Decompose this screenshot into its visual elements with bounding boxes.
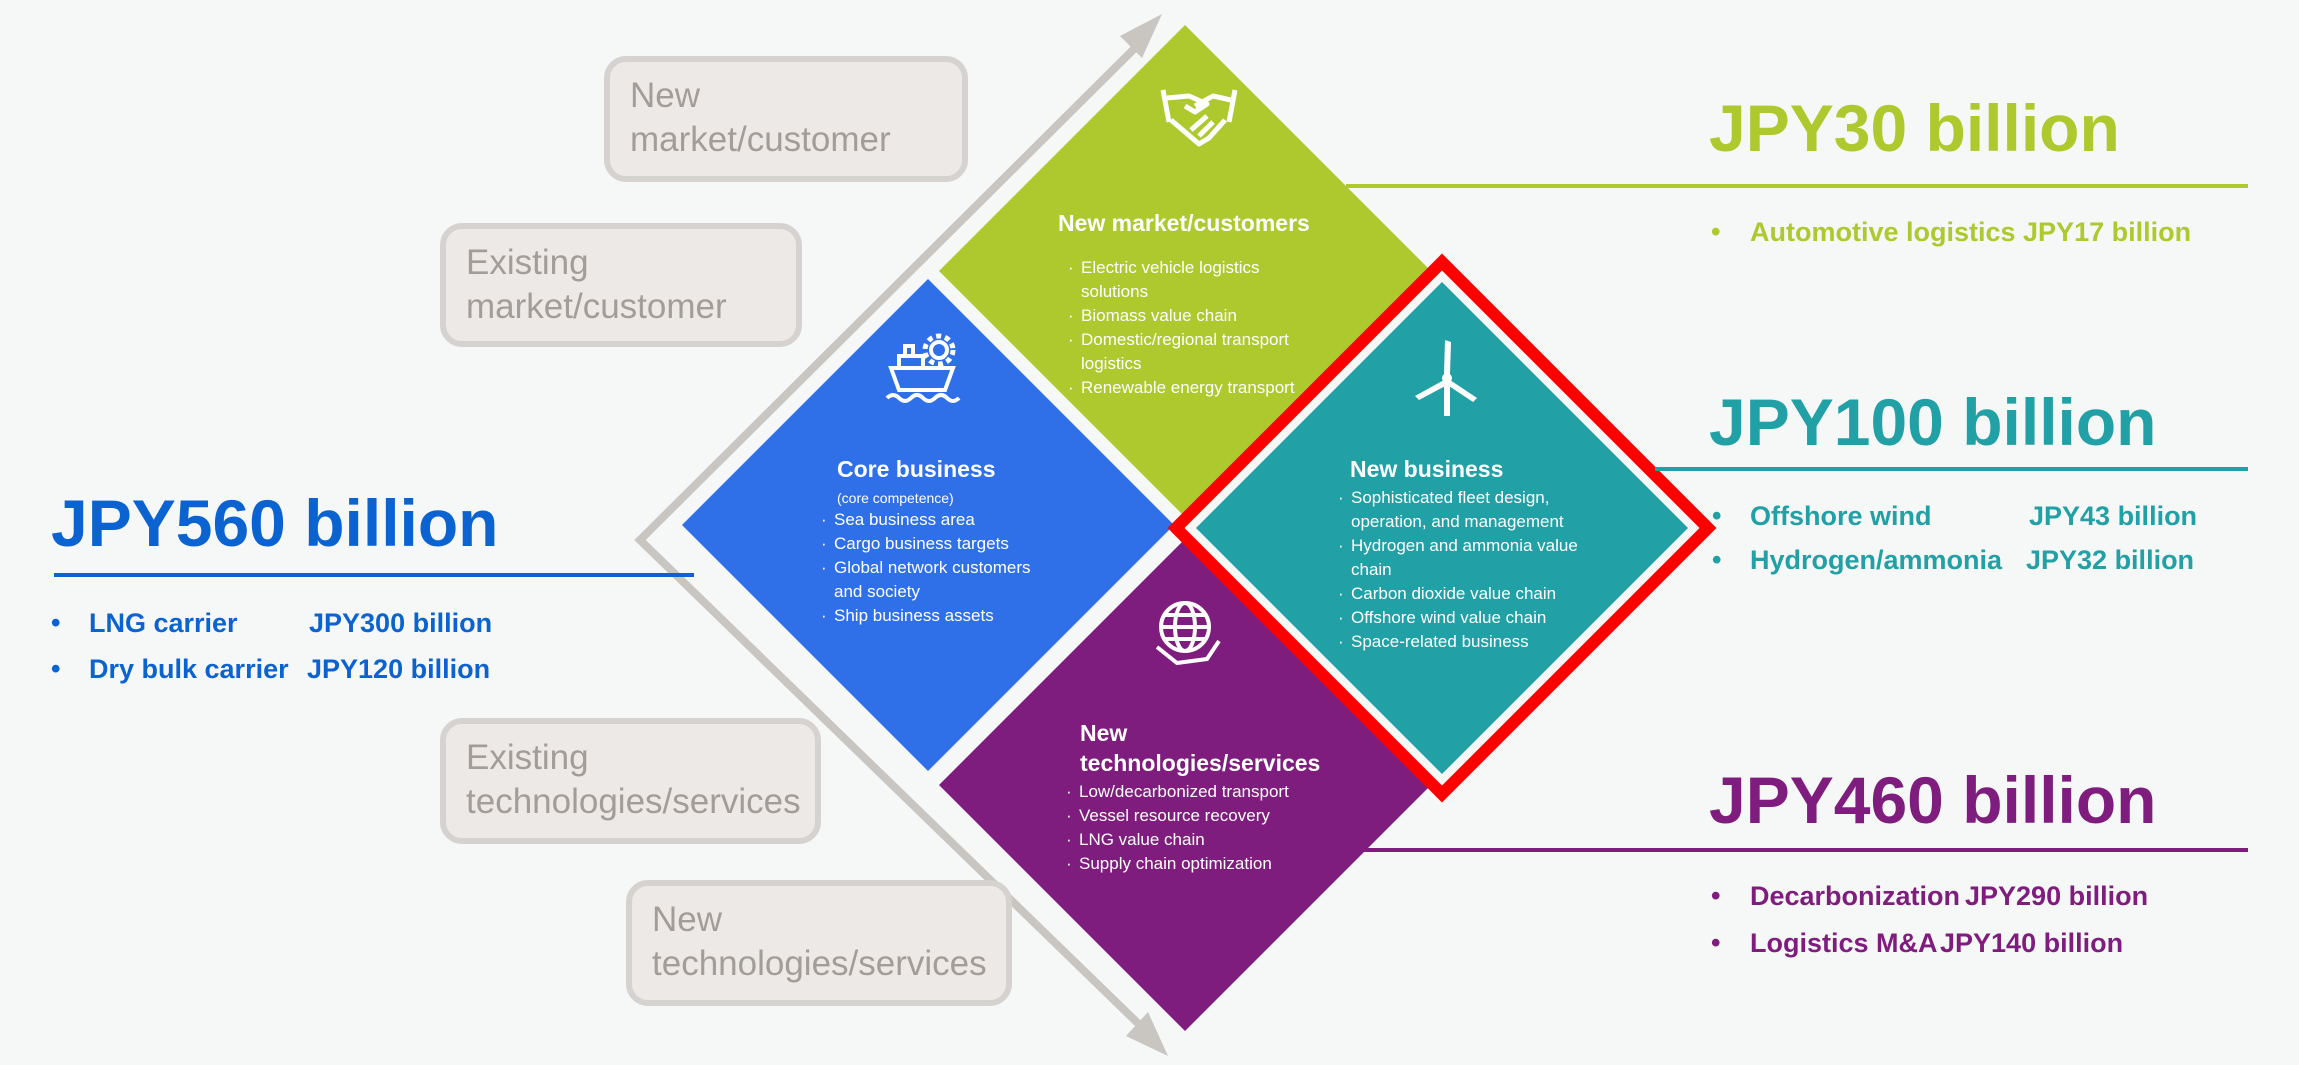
target-item-value: JPY140 billion bbox=[1940, 928, 2124, 958]
new-business-content: New business Sophisticated fleet design,… bbox=[1338, 454, 1598, 654]
new-tech-content: New technologies/services Low/decarboniz… bbox=[1066, 718, 1320, 876]
quadrant-list: Sophisticated fleet design, operation, a… bbox=[1338, 486, 1598, 654]
bullet-icon: • bbox=[1711, 216, 1721, 247]
core-target-rule bbox=[54, 573, 694, 577]
list-item: Biomass value chain bbox=[1068, 304, 1328, 328]
target-item-label: Hydrogen/ammonia bbox=[1750, 545, 2003, 575]
quadrant-title: New bbox=[1080, 720, 1128, 746]
quadrant-title: Core business bbox=[837, 456, 996, 482]
target-item-value: JPY290 billion bbox=[1965, 881, 2149, 911]
list-item: Carbon dioxide value chain bbox=[1338, 582, 1598, 606]
bullet-icon: • bbox=[51, 607, 61, 638]
globe-hand-icon bbox=[1155, 601, 1221, 666]
target-item-label: Decarbonization bbox=[1750, 881, 1961, 911]
handshake-icon bbox=[1160, 89, 1238, 147]
list-item: Sophisticated fleet design, operation, a… bbox=[1338, 486, 1598, 534]
bullet-icon: • bbox=[1712, 544, 1722, 575]
label-line: market/customer bbox=[630, 120, 891, 159]
list-item: Sea business area bbox=[821, 508, 1061, 532]
quadrant-list: Electric vehicle logistics solutions Bio… bbox=[1068, 256, 1328, 400]
label-line: Existing bbox=[466, 738, 589, 777]
list-item: Hydrogen and ammonia value chain bbox=[1338, 534, 1598, 582]
target-item-value: JPY300 billion bbox=[309, 608, 493, 638]
label-existing-tech: Existing technologies/services bbox=[440, 718, 821, 844]
bullet-icon: • bbox=[1711, 880, 1721, 911]
label-line: New bbox=[630, 76, 701, 115]
list-item: Vessel resource recovery bbox=[1066, 804, 1320, 828]
label-line: New bbox=[652, 900, 723, 939]
list-item: Cargo business targets bbox=[821, 532, 1061, 556]
new-business-target-total: JPY100 billion bbox=[1709, 385, 2157, 459]
new-market-target-rule bbox=[1346, 184, 2248, 188]
target-item-value: JPY32 billion bbox=[2026, 545, 2195, 575]
bullet-icon: • bbox=[1711, 927, 1721, 958]
label-line: market/customer bbox=[466, 287, 727, 326]
target-item-label: Offshore wind bbox=[1750, 501, 1932, 531]
arrow-head-top bbox=[1120, 14, 1162, 58]
quadrant-title: New business bbox=[1350, 456, 1504, 482]
list-item: Space-related business bbox=[1338, 630, 1598, 654]
quadrant-title: New market/customers bbox=[1058, 210, 1310, 236]
new-tech-target-total: JPY460 billion bbox=[1709, 763, 2157, 837]
growth-arrow bbox=[634, 35, 1153, 1038]
core-business-content: Core business (core competence) Sea busi… bbox=[821, 454, 1061, 628]
list-item: Ship business assets bbox=[821, 604, 1061, 628]
new-market-content: New market/customers Electric vehicle lo… bbox=[1058, 208, 1328, 400]
target-item-label: LNG carrier bbox=[89, 608, 238, 638]
target-item-label: Automotive logistics JPY17 billion bbox=[1750, 217, 2192, 247]
label-new-market: New market/customer bbox=[604, 56, 968, 182]
target-item-value: JPY120 billion bbox=[307, 654, 491, 684]
list-item: Global network customers and society bbox=[821, 556, 1061, 604]
target-item-value: JPY43 billion bbox=[2029, 501, 2198, 531]
arrow-head-bottom bbox=[1126, 1012, 1168, 1056]
label-line: technologies/services bbox=[466, 782, 801, 821]
label-line: technologies/services bbox=[652, 944, 987, 983]
label-new-tech: New technologies/services bbox=[626, 880, 1012, 1006]
label-line: Existing bbox=[466, 243, 589, 282]
new-business-target-rule bbox=[1655, 467, 2248, 471]
new-market-target-total: JPY30 billion bbox=[1709, 91, 2120, 165]
wind-turbine-icon bbox=[1415, 340, 1477, 416]
target-item-label: Logistics M&A bbox=[1750, 928, 1938, 958]
quadrant-title: technologies/services bbox=[1080, 750, 1321, 776]
list-item: LNG value chain bbox=[1066, 828, 1320, 852]
list-item: Domestic/regional transport logistics bbox=[1068, 328, 1328, 376]
list-item: Renewable energy transport bbox=[1068, 376, 1328, 400]
list-item: Low/decarbonized transport bbox=[1066, 780, 1320, 804]
label-existing-market: Existing market/customer bbox=[440, 223, 802, 347]
new-tech-target-rule bbox=[1363, 848, 2248, 852]
quadrant-list: Sea business area Cargo business targets… bbox=[821, 508, 1061, 628]
bullet-icon: • bbox=[51, 653, 61, 684]
target-item-label: Dry bulk carrier bbox=[89, 654, 289, 684]
ship-gear-icon bbox=[885, 333, 961, 403]
core-target-total: JPY560 billion bbox=[51, 486, 499, 560]
list-item: Supply chain optimization bbox=[1066, 852, 1320, 876]
quadrant-list: Low/decarbonized transport Vessel resour… bbox=[1066, 780, 1320, 876]
list-item: Offshore wind value chain bbox=[1338, 606, 1598, 630]
highlight-border bbox=[1167, 253, 1717, 803]
quadrant-subtitle: (core competence) bbox=[837, 490, 954, 506]
list-item: Electric vehicle logistics solutions bbox=[1068, 256, 1328, 304]
bullet-icon: • bbox=[1712, 500, 1722, 531]
